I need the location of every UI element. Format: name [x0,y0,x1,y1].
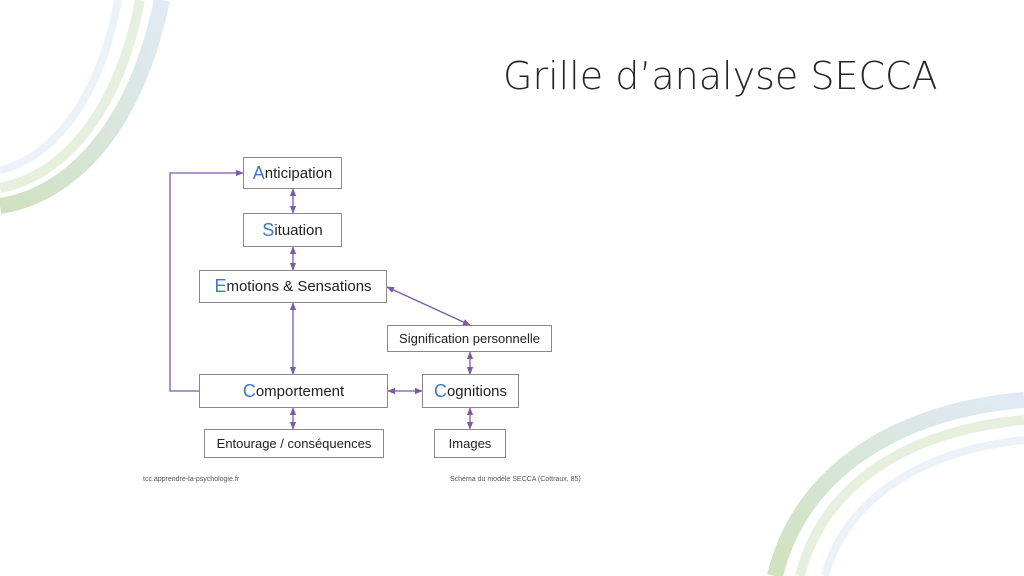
slide-title: Grille d’analyse SECCA [503,54,938,98]
bottom-right-arc [767,392,1024,576]
arrow-emotions-signification [386,286,471,326]
node-emotions-label: motions & Sensations [226,278,372,295]
top-left-arc [0,0,170,214]
node-entourage-consequences: Entourage / conséquences [204,429,384,458]
node-signification-label: Signification personnelle [399,331,540,346]
arrow-comportement-anticipation-loop [169,169,244,392]
node-anticipation-label: nticipation [264,164,333,182]
node-comportement-label: omportement [255,382,345,400]
node-images-label: Images [448,436,492,451]
node-emotions-initial: E [214,276,227,296]
node-signification-personnelle: Signification personnelle [387,325,552,352]
node-situation-initial: S [262,219,275,240]
node-comportement-initial: C [242,380,256,401]
source-citation: Schéma du modèle SECCA (Cottraux, 85) [450,476,581,483]
diagram-connectors [169,169,474,430]
source-url: tcc.apprendre-la-psychologie.fr [143,476,240,483]
node-situation-label: ituation [274,221,323,239]
node-cognitions-label: ognitions [446,382,508,400]
node-anticipation-initial: A [252,162,265,183]
node-images: Images [434,429,506,458]
node-entourage-label: Entourage / conséquences [216,436,372,451]
node-cognitions-initial: C [433,380,447,401]
